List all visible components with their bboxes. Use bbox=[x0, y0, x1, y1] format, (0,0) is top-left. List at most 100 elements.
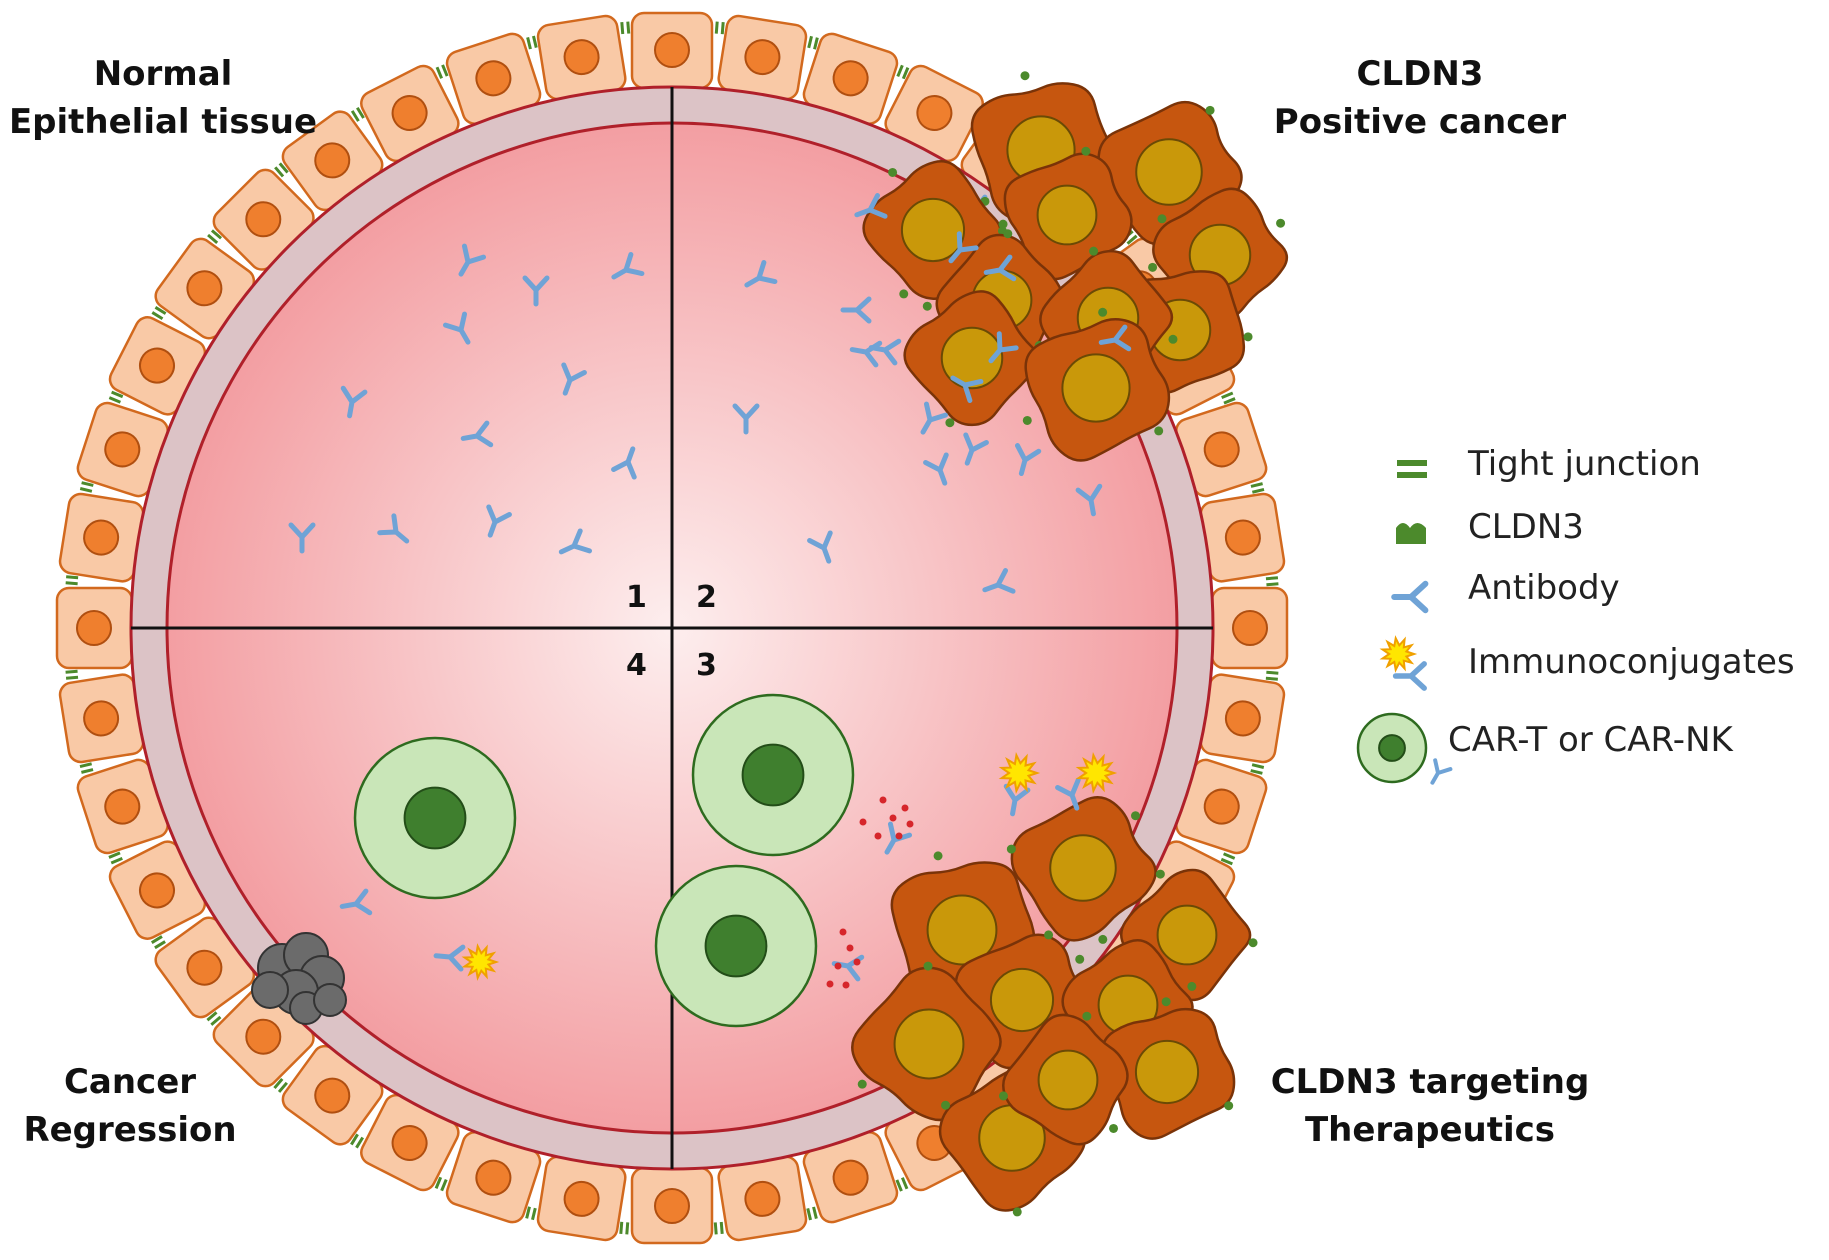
car-cell bbox=[691, 693, 855, 857]
antibody-icon bbox=[950, 375, 984, 404]
cancer-cell bbox=[997, 146, 1133, 281]
free-antibodies bbox=[288, 194, 1016, 594]
car-cell-nucleus bbox=[1378, 734, 1406, 762]
payload-burst bbox=[1379, 635, 1418, 673]
cell-nucleus bbox=[186, 949, 223, 986]
cldn3-marker bbox=[1098, 307, 1108, 317]
epithelial-cell bbox=[630, 1166, 714, 1245]
cytokine-dot bbox=[895, 832, 903, 840]
junction-bar bbox=[719, 1221, 724, 1235]
junction-bar bbox=[895, 1179, 903, 1192]
tight-junction bbox=[79, 762, 94, 774]
cldn3-marker bbox=[1020, 71, 1030, 81]
cldn3-marker bbox=[1154, 426, 1164, 436]
antibody-shape bbox=[433, 944, 466, 972]
cldn3-marker bbox=[1155, 869, 1165, 879]
antibody-shape bbox=[442, 311, 471, 345]
antibody-shape bbox=[868, 338, 902, 366]
junction-bar bbox=[525, 1206, 531, 1219]
cytokine-dot bbox=[842, 981, 850, 989]
junction-bar bbox=[901, 67, 910, 80]
epithelial-cell bbox=[55, 586, 134, 670]
cell-nucleus bbox=[475, 60, 512, 97]
label-line: CLDN3 bbox=[1356, 54, 1484, 94]
antibody-shape bbox=[486, 504, 512, 538]
epithelial-cell bbox=[281, 1044, 384, 1146]
antibody-icon bbox=[1098, 324, 1132, 352]
tight-junction bbox=[79, 481, 94, 493]
cldn3-marker bbox=[1248, 938, 1258, 948]
cldn3-marker bbox=[1168, 334, 1178, 344]
antibody-icon bbox=[983, 254, 1017, 282]
junction-bar bbox=[1266, 670, 1279, 675]
junction-bar bbox=[620, 21, 625, 35]
cldn3-marker bbox=[1157, 214, 1167, 224]
antibody-icon bbox=[963, 432, 989, 466]
cell-nucleus bbox=[391, 1125, 428, 1162]
cancer-nucleus bbox=[893, 1008, 965, 1080]
junction-bar bbox=[150, 935, 163, 944]
antibody-icon bbox=[1392, 661, 1427, 691]
cytokine-dot bbox=[906, 820, 914, 828]
junction-bar bbox=[1223, 852, 1236, 860]
cell-nucleus bbox=[916, 94, 953, 131]
cldn3-marker bbox=[888, 167, 898, 177]
tight-junction bbox=[206, 1011, 222, 1026]
cytokine-dot bbox=[889, 814, 897, 822]
label-line: Cancer bbox=[63, 1062, 197, 1102]
epithelial-cell bbox=[1210, 586, 1289, 670]
antibody-shape bbox=[339, 888, 373, 916]
tight-junction bbox=[151, 306, 167, 321]
cell-nucleus bbox=[1203, 788, 1240, 825]
tumor-top-right bbox=[854, 71, 1289, 517]
cytokine-dot bbox=[874, 832, 882, 840]
tight-junction bbox=[714, 21, 725, 35]
cell-nucleus bbox=[832, 1159, 869, 1196]
antibody-icon bbox=[988, 331, 1019, 364]
label-line: Therapeutics bbox=[1304, 1110, 1556, 1150]
cytokine-dot bbox=[901, 804, 909, 812]
legend-label-tight-junction: Tight junction bbox=[1468, 444, 1701, 484]
cldn3-marker bbox=[1082, 1011, 1092, 1021]
cldn3-marker bbox=[1205, 105, 1215, 115]
junction-bar bbox=[278, 162, 289, 174]
epithelial-cell bbox=[281, 110, 384, 212]
cytokine-dot bbox=[834, 962, 842, 970]
junction-bar bbox=[350, 110, 360, 122]
junction-bar bbox=[111, 390, 124, 399]
antibody-shape bbox=[288, 522, 316, 554]
cytokine-dot bbox=[826, 980, 834, 988]
cell-nucleus bbox=[245, 1018, 282, 1055]
cldn3-marker bbox=[1003, 229, 1013, 239]
epithelial-cell bbox=[76, 401, 169, 498]
antibody-icon bbox=[377, 513, 410, 544]
cell-nucleus bbox=[654, 32, 690, 68]
quadrant-number-1: 1 bbox=[626, 580, 647, 615]
epithelial-cell bbox=[360, 1093, 460, 1192]
junction-bar bbox=[1266, 582, 1279, 587]
cldn3-marker bbox=[998, 1091, 1008, 1101]
tight-junction bbox=[619, 1221, 630, 1235]
car-cell-nucleus bbox=[403, 786, 467, 850]
legend-label-antibody: Antibody bbox=[1468, 568, 1620, 608]
tight-junction bbox=[65, 669, 79, 680]
antibody-icon bbox=[442, 311, 471, 345]
cldn3-marker bbox=[922, 301, 932, 311]
junction-bar bbox=[207, 233, 219, 244]
car-cell-nucleus bbox=[704, 914, 768, 978]
label-line: Positive cancer bbox=[1273, 102, 1567, 142]
junction-bar bbox=[526, 37, 532, 50]
epithelial-cell bbox=[717, 1155, 808, 1242]
antibody-icon bbox=[561, 362, 587, 396]
junction-bar bbox=[79, 487, 93, 493]
car-cell bbox=[353, 736, 517, 900]
junction-bar bbox=[807, 35, 813, 49]
epithelial-cell bbox=[884, 64, 984, 163]
junction-bar bbox=[65, 669, 78, 674]
junction-bar bbox=[274, 166, 285, 178]
junction-bar bbox=[65, 675, 79, 680]
junction-bar bbox=[812, 1206, 818, 1219]
epithelial-cell bbox=[717, 14, 808, 101]
junction-bar bbox=[108, 851, 121, 859]
